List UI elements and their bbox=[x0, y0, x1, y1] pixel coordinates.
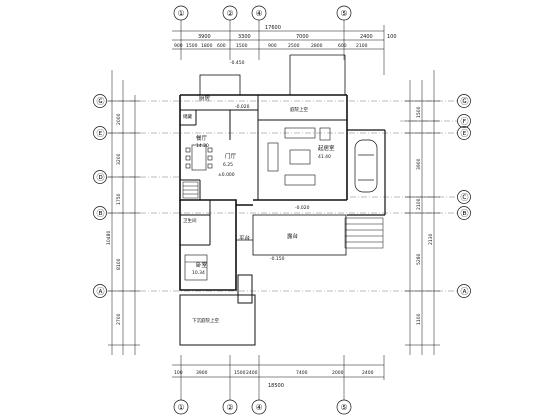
terrace-outline bbox=[236, 214, 347, 256]
right-dim-3: 2100 bbox=[416, 198, 422, 210]
bottom-dim-2: 1500 bbox=[234, 370, 246, 376]
right-dim-2: 3900 bbox=[416, 158, 422, 170]
axis-left-E: Ⓔ bbox=[97, 129, 105, 138]
axis-right-C: Ⓒ bbox=[461, 193, 469, 202]
dining-table bbox=[185, 144, 213, 171]
living-sofa-set bbox=[267, 127, 331, 186]
room-hall-label: 门厅 bbox=[225, 152, 237, 160]
note-sunken-courtyard: 下沉庭院上空 bbox=[192, 317, 219, 324]
bottom-dim-6: 2400 bbox=[362, 370, 374, 376]
axis-left-A: Ⓐ bbox=[97, 287, 105, 296]
level-mid1: -0.020 bbox=[235, 104, 250, 110]
axis-bottom-2: ② bbox=[227, 403, 234, 412]
staircase bbox=[182, 181, 199, 199]
axis-right-F: Ⓕ bbox=[461, 117, 469, 126]
bottom-dim-4: 7400 bbox=[296, 370, 308, 376]
room-bedroom-area: 10.34 bbox=[192, 270, 205, 276]
top-sub-dim-10: 2800 bbox=[311, 43, 323, 49]
room-platform-label: 平台 bbox=[239, 234, 251, 242]
top-dimension-lines bbox=[172, 20, 385, 75]
axis-left-G: Ⓖ bbox=[97, 97, 105, 106]
left-dim-5: 2700 bbox=[116, 313, 122, 325]
room-dining-label: 餐厅 bbox=[196, 134, 208, 142]
axis-right-G: Ⓖ bbox=[461, 97, 469, 106]
exterior-steps bbox=[344, 217, 384, 249]
right-dimension-lines bbox=[405, 70, 440, 355]
left-dimension-lines bbox=[108, 70, 140, 355]
bottom-dim-1: 3900 bbox=[196, 370, 208, 376]
top-sub-dim-4: 600 bbox=[217, 43, 226, 49]
exterior-walls bbox=[179, 94, 348, 291]
axis-right-B: Ⓑ bbox=[461, 209, 469, 218]
top-total-dim: 17600 bbox=[265, 25, 281, 31]
top-sub-dim-2: 1500 bbox=[186, 43, 198, 49]
top-dim-1: 3900 bbox=[198, 34, 211, 40]
axis-top-1: ① bbox=[178, 9, 185, 18]
sunken-courtyard bbox=[179, 274, 256, 346]
top-sub-dim-5: 1500 bbox=[236, 43, 248, 49]
left-dim-2: 3200 bbox=[116, 153, 122, 165]
right-dim-total: 2130 bbox=[428, 233, 434, 245]
left-dim-total: 10480 bbox=[106, 231, 112, 245]
hall-level: ±0.000 bbox=[218, 172, 235, 178]
level-top: -0.450 bbox=[230, 60, 245, 66]
room-living-area: 41.40 bbox=[318, 154, 331, 160]
room-bath-label: 卫生间 bbox=[183, 217, 197, 224]
room-bedroom-label: 卧室 bbox=[196, 261, 208, 269]
left-dim-3: 1750 bbox=[116, 193, 122, 205]
axis-bottom-4: ④ bbox=[256, 403, 263, 412]
room-hall-area: 6.25 bbox=[223, 162, 233, 168]
top-sub-dim-8: 900 bbox=[268, 43, 277, 49]
bottom-dimension-lines bbox=[172, 355, 385, 400]
car-icon bbox=[354, 139, 378, 193]
axis-right-E: Ⓔ bbox=[461, 129, 469, 138]
right-dim-4: 5280 bbox=[416, 253, 422, 265]
bottom-dim-5: 2000 bbox=[332, 370, 344, 376]
left-dim-1: 2000 bbox=[116, 113, 122, 125]
axis-right-A: Ⓐ bbox=[461, 287, 469, 296]
axis-top-4: ④ bbox=[256, 9, 263, 18]
top-sub-dim-9: 2500 bbox=[288, 43, 300, 49]
top-dim-3: 7000 bbox=[296, 34, 309, 40]
room-living-label: 起居室 bbox=[318, 144, 335, 152]
axis-top-5: ⑤ bbox=[341, 9, 348, 18]
room-dining-area: 14.20 bbox=[196, 143, 209, 149]
left-axis-markers bbox=[93, 94, 107, 298]
level-mid2: -0.020 bbox=[295, 205, 310, 211]
axis-top-2: ② bbox=[227, 9, 234, 18]
bed bbox=[184, 254, 208, 281]
top-sub-dim-3: 1800 bbox=[201, 43, 213, 49]
note-upper-yard: 庭院上空 bbox=[290, 106, 308, 113]
right-dim-5: 1100 bbox=[416, 313, 422, 325]
axis-grid-lines bbox=[107, 100, 457, 292]
room-kitchen-label: 厨房 bbox=[199, 94, 211, 102]
right-axis-markers bbox=[457, 94, 471, 298]
top-sub-dim-12: 2100 bbox=[356, 43, 368, 49]
bottom-dim-3: 2400 bbox=[246, 370, 258, 376]
top-sub-dim-11: 600 bbox=[338, 43, 347, 49]
top-sub-dim-1: 900 bbox=[174, 43, 183, 49]
upper-terrace bbox=[199, 54, 346, 96]
bottom-left-label: 100 bbox=[174, 370, 183, 376]
axis-left-D: Ⓓ bbox=[97, 173, 105, 182]
room-storage-label: 储藏 bbox=[183, 113, 192, 120]
room-terrace-label: 露台 bbox=[287, 232, 299, 240]
left-dim-4: 8100 bbox=[116, 258, 122, 270]
top-right-label: 100 bbox=[387, 34, 397, 40]
bottom-total-dim: 18500 bbox=[268, 383, 284, 389]
axis-bottom-1: ① bbox=[178, 403, 185, 412]
level-garden: -0.150 bbox=[270, 256, 285, 262]
top-dim-4: 2400 bbox=[360, 34, 373, 40]
garage-walls bbox=[347, 129, 386, 216]
bottom-axis-markers bbox=[173, 399, 352, 415]
interior-walls bbox=[180, 95, 347, 246]
top-dim-2: 3300 bbox=[238, 34, 251, 40]
axis-left-B: Ⓑ bbox=[97, 209, 105, 218]
axis-bottom-5: ⑤ bbox=[341, 403, 348, 412]
right-dim-1: 1500 bbox=[416, 106, 422, 118]
